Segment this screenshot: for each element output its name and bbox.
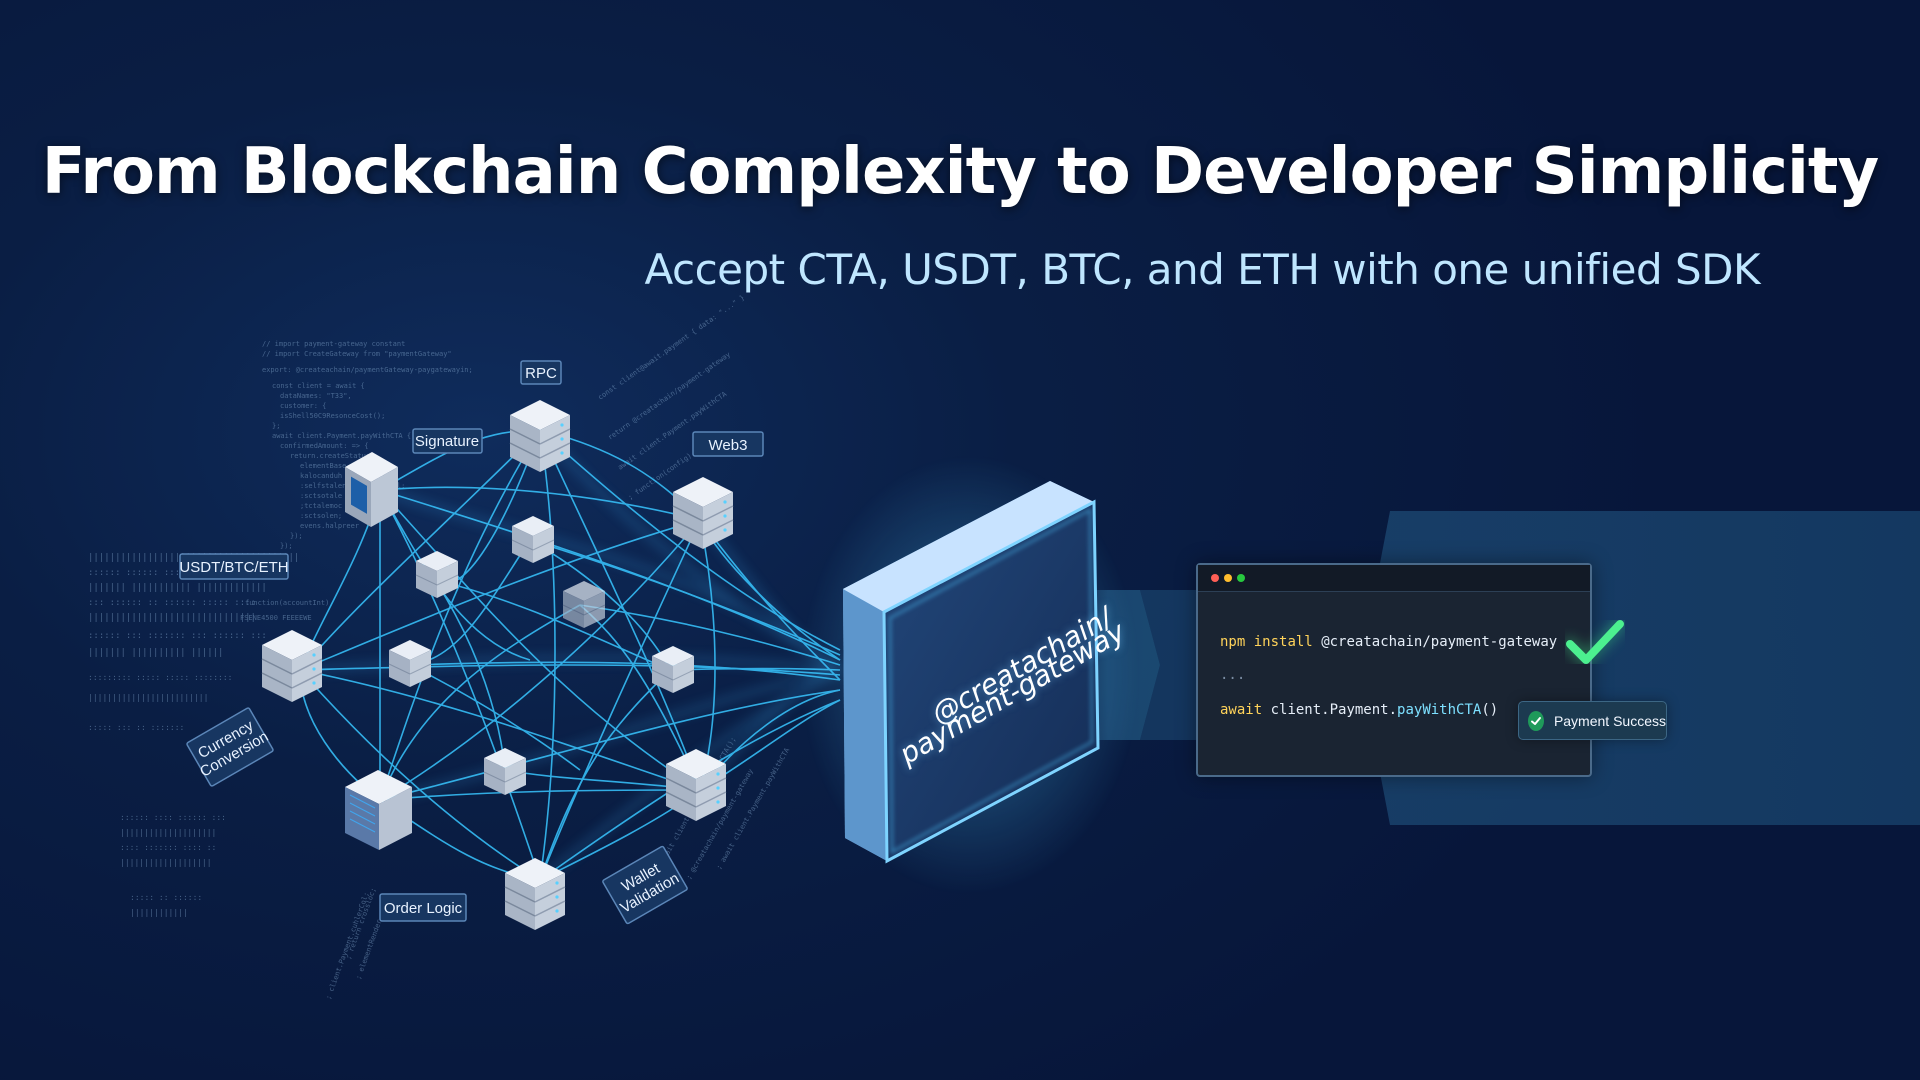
svg-text:export: @createachain/paymentG: export: @createachain/paymentGateway-pay… [262,366,473,374]
cube-node-icon [483,747,527,796]
svg-text:await client.Payment.payWithCT: await client.Payment.payWithCTA { [272,432,411,440]
server-terminal-icon [345,770,412,850]
svg-text:|||||||||||||||||||: ||||||||||||||||||| [120,858,212,867]
svg-text:await client.Payment.payWithCT: await client.Payment.payWithCTA [617,390,729,472]
svg-text:};: }; [272,422,280,430]
payment-success-label: Payment Success [1553,712,1666,729]
page-title: From Blockchain Complexity to Developer … [41,135,1879,209]
svg-text:// import payment-gateway cons: // import payment-gateway constant [262,340,405,348]
svg-text:||||||| |||||||||| ||||||: ||||||| |||||||||| |||||| [88,648,223,658]
label-wallet-validation: Wallet Validation [602,845,688,925]
svg-text:Signature: Signature [415,433,479,450]
svg-text:||||||||||||||||||||: |||||||||||||||||||| [120,828,216,837]
svg-text:});: }); [280,542,293,550]
svg-text:function(accountInt): function(accountInt) [245,599,329,607]
code-terminal: npm install @creatachain/payment-gateway… [1196,563,1592,777]
label-currencies: USDT/BTC/ETH [179,553,289,580]
svg-text:||||||||||||: |||||||||||| [130,908,188,917]
cube-node-icon [562,580,606,629]
payment-success-badge: Payment Success [1518,701,1667,740]
check-circle-icon [1528,710,1544,731]
terminal-titlebar [1198,565,1590,592]
close-dot-icon [1211,574,1219,582]
server-stack-icon [672,476,734,550]
svg-text:elementBase.mk: elementBase.mk [300,462,360,470]
code-line-call: await client.Payment.payWithCTA() [1220,702,1499,718]
server-terminal-icon [345,452,398,527]
sdk-chip-label: @creatachain/ payment-gateway [894,601,1131,771]
svg-text:::::: ::: :: :::::::: ::::: ::: :: ::::::: [88,723,184,732]
svg-text:;tctalemoc: ;tctalemoc [300,502,342,510]
server-stack-icon [261,629,323,703]
page-subtitle: Accept CTA, USDT, BTC, and ETH with one … [644,245,1761,294]
label-currency-conversion: Currency Conversion [186,707,274,787]
code-line-ellipsis: ... [1220,667,1246,683]
cube-node-icon [388,639,432,688]
svg-text::sctsolen;: :sctsolen; [300,512,342,520]
svg-text:});: }); [290,532,303,540]
check-icon [1563,617,1627,667]
svg-text:::::: :: ::::::: ::::: :: :::::: [130,893,202,902]
svg-text::sctsotale: :sctsotale [300,492,342,500]
svg-text:evens.halpreer: evens.halpreer [300,522,359,530]
svg-text:return.createStatuss: return.createStatuss [290,452,374,460]
svg-text:::: :::::: :: :::::: ::::: :::: ::: :::::: :: :::::: ::::: :::: [88,598,256,608]
svg-text:USDT/BTC/ETH: USDT/BTC/ETH [179,559,288,576]
cube-node-icon [511,515,555,564]
code-line-install: npm install @creatachain/payment-gateway [1220,634,1558,650]
sdk-chip [800,455,1140,895]
label-web3: Web3 [692,431,764,457]
minimize-dot-icon [1224,574,1232,582]
cube-node-icon [415,550,459,599]
svg-text:customer: {: customer: { [280,402,326,410]
label-signature: Signature [412,428,483,454]
svg-text:||||||| ||||||||||| ||||||||||: ||||||| ||||||||||| ||||||||||||| [88,583,267,593]
svg-text::::::: :::: :::::: :::: :::::: :::: :::::: ::: [120,813,226,822]
server-stack-icon [504,857,566,931]
label-order-logic: Order Logic [379,893,467,922]
server-stack-icon [509,399,571,473]
svg-text::::: ::::::: :::: ::: :::: ::::::: :::: :: [120,843,216,852]
svg-text:dataNames: "T33",: dataNames: "T33", [280,392,352,400]
maximize-dot-icon [1237,574,1245,582]
svg-text:::::::::: ::::: ::::: ::::::::: ::::::::: ::::: ::::: :::::::: [88,673,233,682]
cube-node-icon [651,645,695,694]
svg-text:|||||||||||||||||||||||||: ||||||||||||||||||||||||| [88,693,208,702]
svg-text:||||||||||||||||||||||||||||||: ||||||||||||||||||||||||||||||| [88,613,256,623]
server-stack-icon [665,748,727,822]
svg-text:const client = await {: const client = await { [272,382,365,390]
svg-text:FSENE4500 FEEEEWE: FSENE4500 FEEEEWE [240,614,312,622]
svg-text:isShell50C9ResonceCost();: isShell50C9ResonceCost(); [280,412,385,420]
svg-text::::::: ::: ::::::: ::: ::::::: :::::: ::: ::::::: ::: :::::: ::: [88,631,267,641]
svg-text:Web3: Web3 [709,437,748,454]
svg-text:confirmedAmount: => {: confirmedAmount: => { [280,442,369,450]
label-rpc: RPC [520,360,562,385]
svg-text:// import CreateGateway from ": // import CreateGateway from "paymentGat… [262,350,452,358]
svg-text:Order Logic: Order Logic [384,900,463,917]
svg-text:const client@await.payment { d: const client@await.payment { data: "..."… [597,294,747,402]
svg-text:RPC: RPC [525,365,557,382]
svg-text::::::: :::::: ::::: ::::: ::::: :::::: :::::: ::::: ::::: ::::::: [88,568,267,578]
